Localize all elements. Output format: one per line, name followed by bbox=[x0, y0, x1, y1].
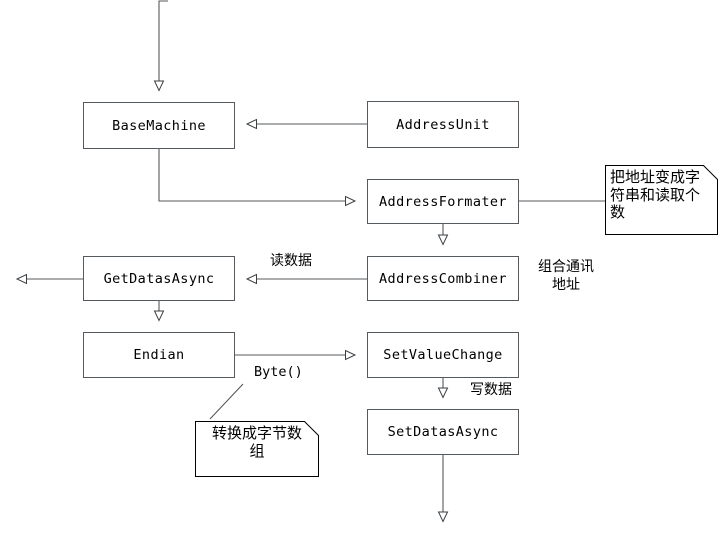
note-line: 把地址变成字 bbox=[610, 168, 701, 186]
edge-label-combine-address: 组合通讯 地址 bbox=[538, 259, 594, 294]
note-fold-corner-icon bbox=[304, 421, 319, 436]
note-line: 数 bbox=[610, 203, 626, 222]
edge-label-byte: Byte() bbox=[254, 364, 303, 380]
edge-base-machine-to-address-formater bbox=[158, 149, 357, 207]
note-byte-array[interactable]: 转换成字节数 组 bbox=[195, 421, 319, 477]
node-get-datas-async[interactable]: GetDatasAsync bbox=[83, 256, 235, 301]
note-line: 符串和读取个 bbox=[610, 185, 701, 204]
edge-label-read-data: 读数据 bbox=[270, 253, 312, 269]
node-address-formater[interactable]: AddressFormater bbox=[367, 179, 519, 224]
edge-label-write-data: 写数据 bbox=[470, 382, 512, 398]
node-base-machine[interactable]: BaseMachine bbox=[83, 102, 235, 149]
edge-note-byte-array-to-byte-label bbox=[209, 383, 244, 420]
node-label: Endian bbox=[133, 347, 185, 363]
node-label: SetValueChange bbox=[383, 347, 503, 363]
edge-entry-to-base-machine bbox=[153, 0, 168, 92]
node-label: AddressFormater bbox=[379, 193, 507, 210]
node-set-datas-async[interactable]: SetDatasAsync bbox=[367, 409, 519, 455]
node-address-combiner[interactable]: AddressCombiner bbox=[367, 256, 519, 301]
node-label: BaseMachine bbox=[112, 117, 206, 134]
node-address-unit[interactable]: AddressUnit bbox=[367, 101, 519, 148]
node-set-value-change[interactable]: SetValueChange bbox=[367, 332, 519, 378]
node-label: GetDatasAsync bbox=[103, 270, 215, 287]
node-endian[interactable]: Endian bbox=[83, 332, 235, 378]
node-label: AddressUnit bbox=[396, 116, 490, 133]
node-label: SetDatasAsync bbox=[387, 424, 499, 440]
node-label: AddressCombiner bbox=[379, 270, 507, 287]
note-address-format[interactable]: 把地址变成字 符串和读取个 数 bbox=[605, 165, 718, 235]
note-fold-corner-icon bbox=[703, 165, 718, 180]
note-line: 转换成字节数 bbox=[211, 424, 302, 442]
note-line: 组 bbox=[249, 441, 265, 460]
